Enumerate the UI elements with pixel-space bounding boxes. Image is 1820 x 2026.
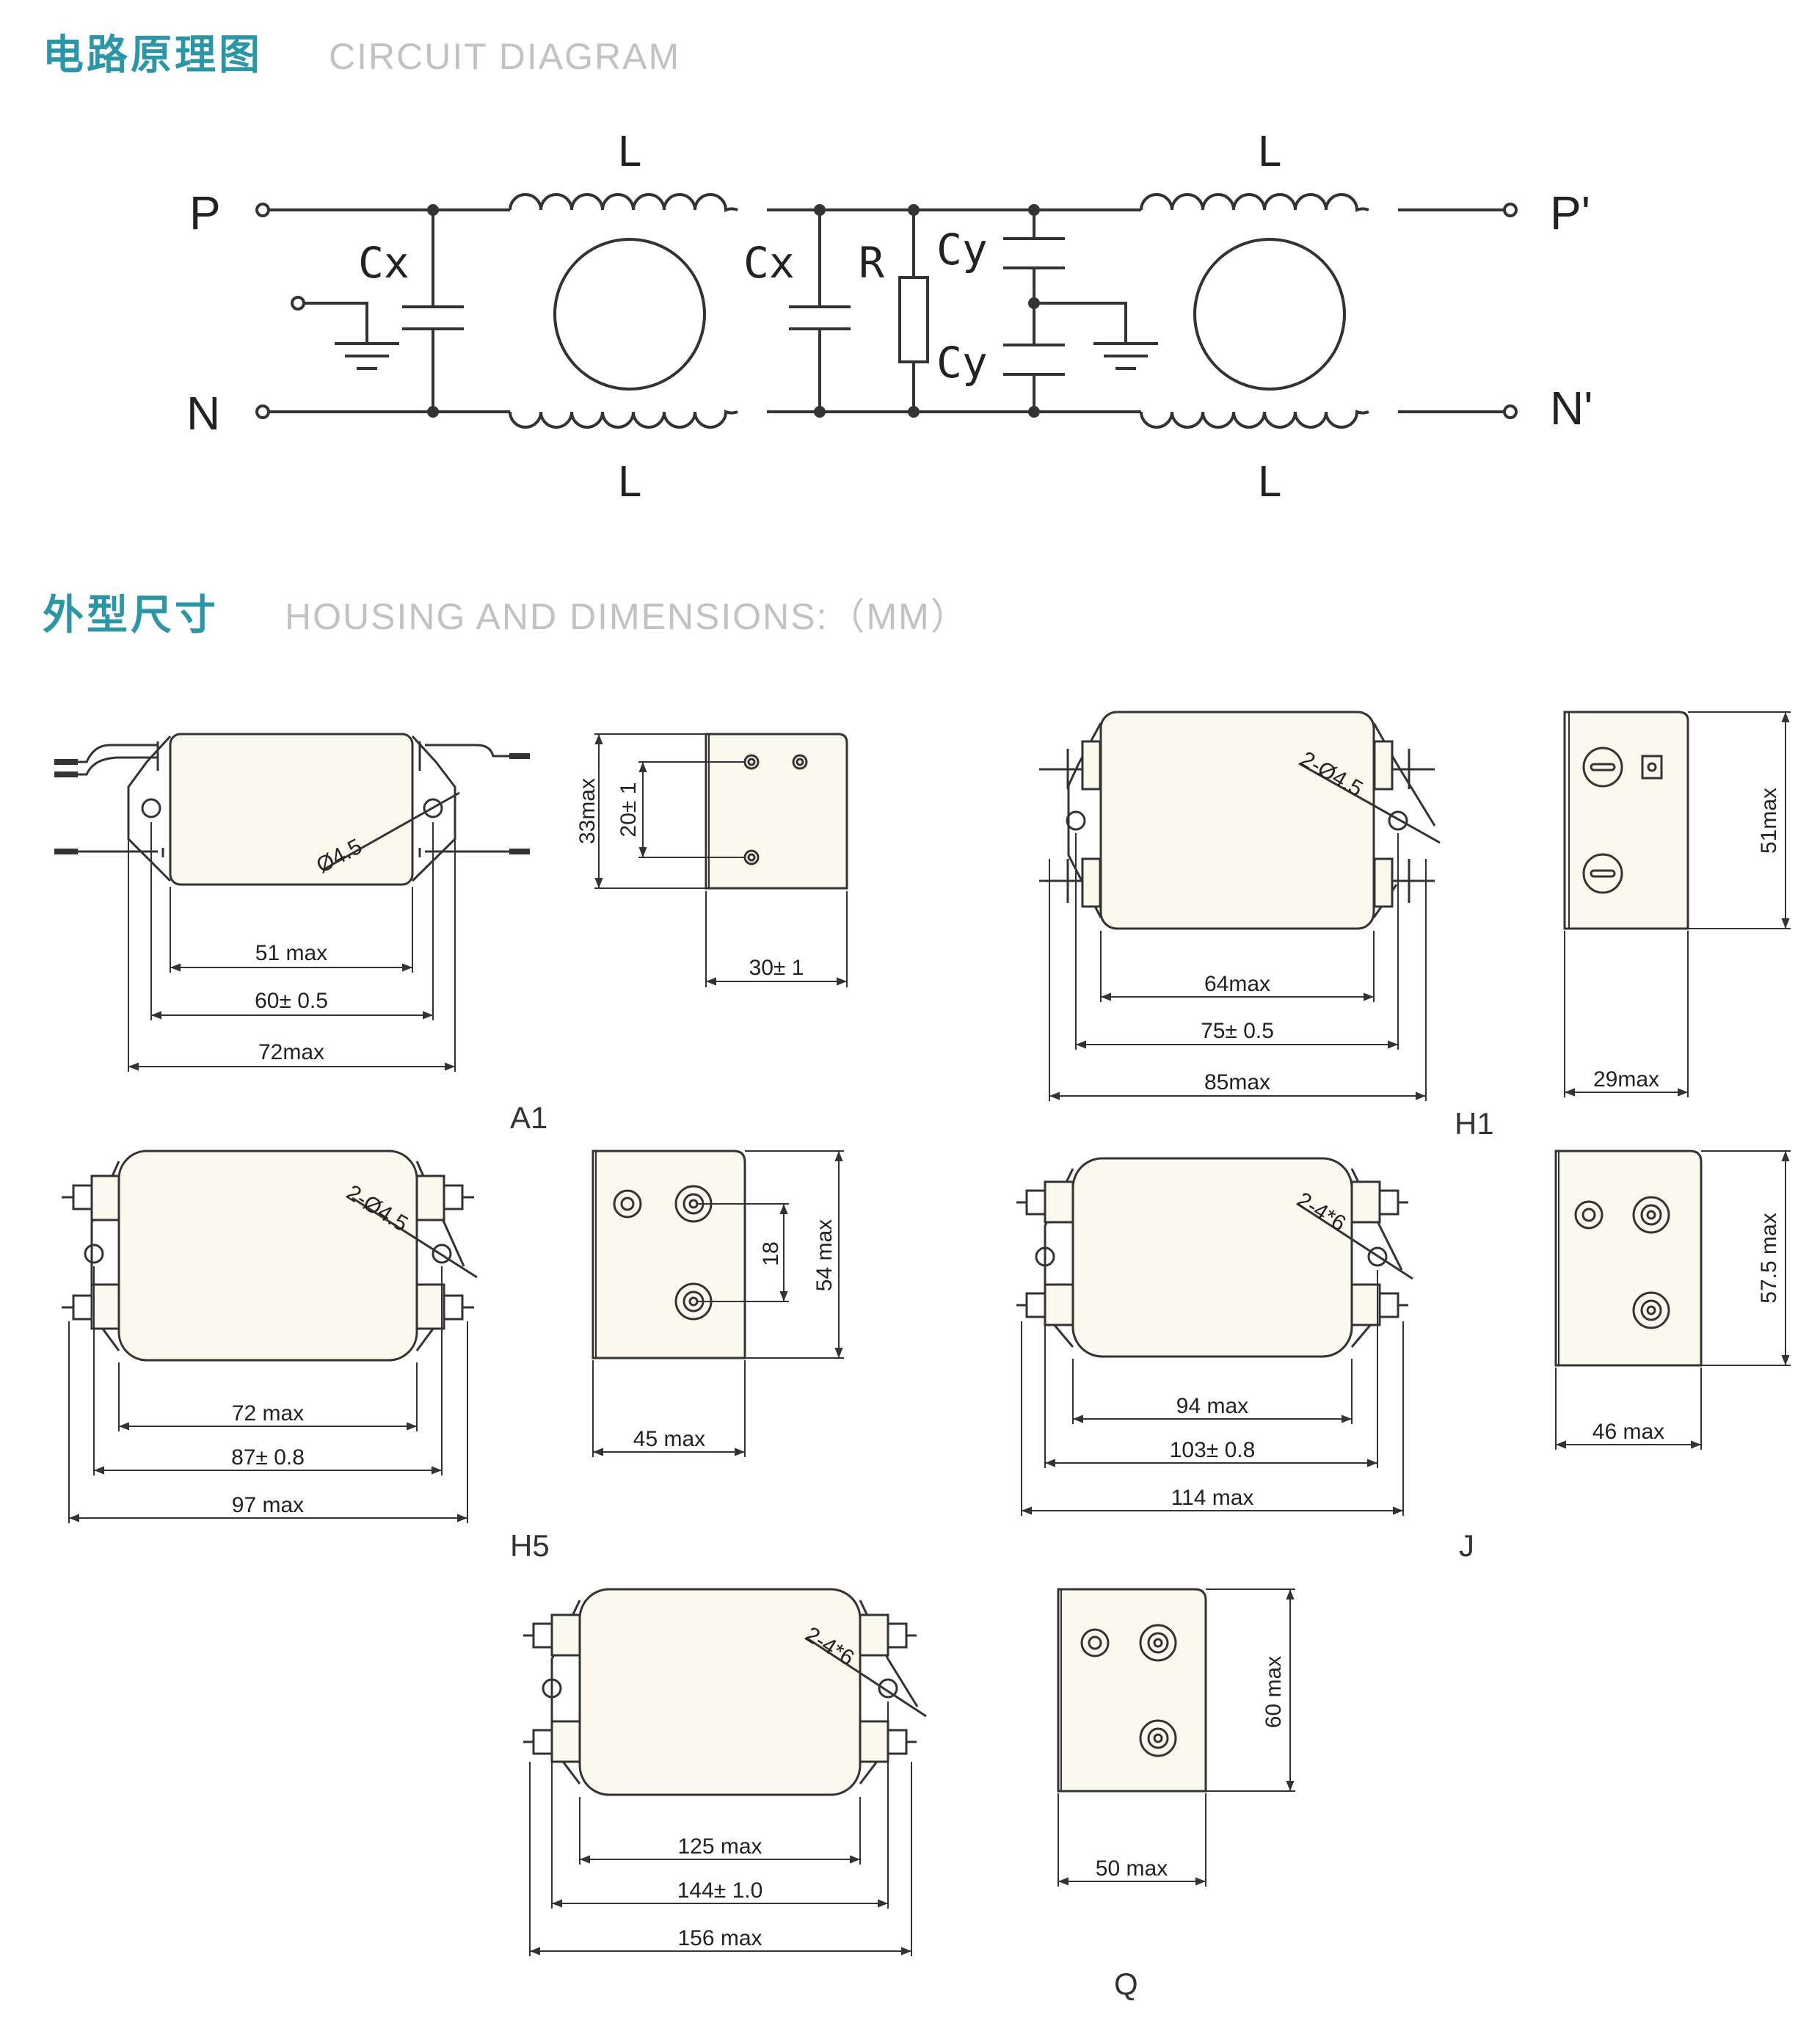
label-r: R (859, 238, 884, 288)
j-dim-2: 103± 0.8 (1170, 1438, 1256, 1462)
circuit-diagram (255, 193, 1518, 429)
j-dim-3: 114 max (1171, 1486, 1254, 1510)
h5-front-view (62, 1150, 478, 1362)
a1-side-height: 33max (575, 778, 600, 844)
housing-heading-en: HOUSING AND DIMENSIONS:（MM） (285, 596, 969, 637)
left-ground (304, 302, 399, 370)
h1-dim-3: 85max (1204, 1070, 1270, 1094)
label-cy1: Cy (936, 225, 988, 275)
label-n-out: N' (1550, 382, 1592, 435)
j-side-view (1554, 1150, 1703, 1367)
cy-capacitors (1003, 210, 1065, 412)
h5-front-dims (68, 1266, 468, 1523)
q-front-dims (529, 1702, 912, 1956)
a1-side-dims (594, 733, 848, 987)
label-l-top-right: L (1257, 128, 1282, 176)
circuit-heading: 电路原理图 CIRCUIT DIAGRAM (43, 22, 680, 81)
top-left-inductor (509, 193, 738, 212)
a1-side-width: 30± 1 (749, 956, 804, 980)
j-side-height: 57.5 max (1757, 1213, 1781, 1303)
q-front-view (523, 1588, 927, 1796)
label-l-top-left: L (617, 128, 642, 176)
terminal-p (255, 203, 270, 217)
cx1-capacitor (402, 210, 464, 412)
q-side-dims (1058, 1589, 1295, 1887)
a1-front-view (54, 733, 530, 886)
cx2-capacitor (789, 210, 851, 412)
j-tag: J (1459, 1528, 1474, 1563)
q-dim-1: 125 max (677, 1834, 762, 1859)
q-dim-2: 144± 1.0 (677, 1878, 763, 1903)
h5-side-dims (592, 1150, 844, 1457)
j-side-dims (1555, 1150, 1791, 1450)
h1-front-dims (1049, 833, 1427, 1101)
label-p: P (189, 186, 221, 239)
j-side-width: 46 max (1592, 1420, 1664, 1444)
a1-tag: A1 (510, 1100, 547, 1135)
q-side-width: 50 max (1096, 1856, 1168, 1881)
h1-dim-1: 64max (1204, 972, 1270, 996)
left-core (553, 238, 706, 391)
h5-dim-3: 97 max (232, 1493, 304, 1517)
h5-dim-1: 72 max (232, 1401, 304, 1426)
j-front-dims (1021, 1270, 1404, 1516)
a1-front-dims (128, 822, 456, 1072)
housing-heading-cn: 外型尺寸 (43, 592, 219, 639)
h1-side-width: 29max (1593, 1067, 1659, 1092)
a1-dim-1: 51 max (255, 941, 327, 965)
h1-side-dims (1564, 711, 1791, 1097)
q-side-height: 60 max (1262, 1656, 1286, 1728)
h1-tag: H1 (1455, 1106, 1494, 1141)
j-dim-1: 94 max (1176, 1394, 1248, 1418)
h1-front-view (1039, 711, 1441, 930)
bottom-left-inductor (509, 410, 738, 429)
label-n: N (186, 387, 220, 440)
label-cy2: Cy (936, 338, 988, 388)
resistor (898, 276, 929, 363)
j-front-view (1016, 1157, 1413, 1358)
ground-terminal (291, 296, 305, 311)
h5-dim-2: 87± 0.8 (231, 1445, 305, 1470)
terminal-p-out (1503, 203, 1518, 217)
circuit-heading-cn: 电路原理图 (43, 32, 263, 79)
h1-dim-2: 75± 0.5 (1201, 1019, 1274, 1043)
q-dim-3: 156 max (677, 1926, 762, 1950)
h1-side-view (1563, 711, 1689, 930)
h5-side-view (592, 1150, 746, 1359)
label-cx1: Cx (358, 238, 410, 288)
terminal-n (255, 404, 270, 419)
h5-tag: H5 (510, 1528, 550, 1563)
terminal-n-out (1503, 404, 1518, 419)
q-tag: Q (1114, 1967, 1138, 2001)
junction-dots (427, 204, 1040, 418)
label-p-out: P' (1550, 186, 1590, 239)
label-l-bottom-right: L (1257, 459, 1282, 506)
circuit-heading-en: CIRCUIT DIAGRAM (329, 36, 681, 77)
h5-side-height: 54 max (812, 1219, 837, 1291)
h5-side-width: 45 max (633, 1427, 705, 1451)
a1-dim-2: 60± 0.5 (255, 989, 328, 1013)
bottom-right-inductor (1140, 410, 1369, 429)
label-cx2: Cx (743, 238, 795, 288)
h5-side-pitch: 18 (759, 1241, 783, 1266)
label-l-bottom-left: L (617, 459, 642, 506)
a1-dim-3: 72max (258, 1040, 324, 1064)
q-side-view (1057, 1588, 1207, 1793)
top-right-inductor (1140, 193, 1369, 212)
h1-side-height: 51max (1757, 788, 1781, 854)
right-core (1193, 238, 1346, 391)
housing-heading: 外型尺寸 HOUSING AND DIMENSIONS:（MM） (43, 582, 969, 642)
right-ground (1034, 302, 1158, 370)
a1-side-view (705, 733, 848, 890)
a1-side-pitch: 20± 1 (616, 783, 641, 838)
